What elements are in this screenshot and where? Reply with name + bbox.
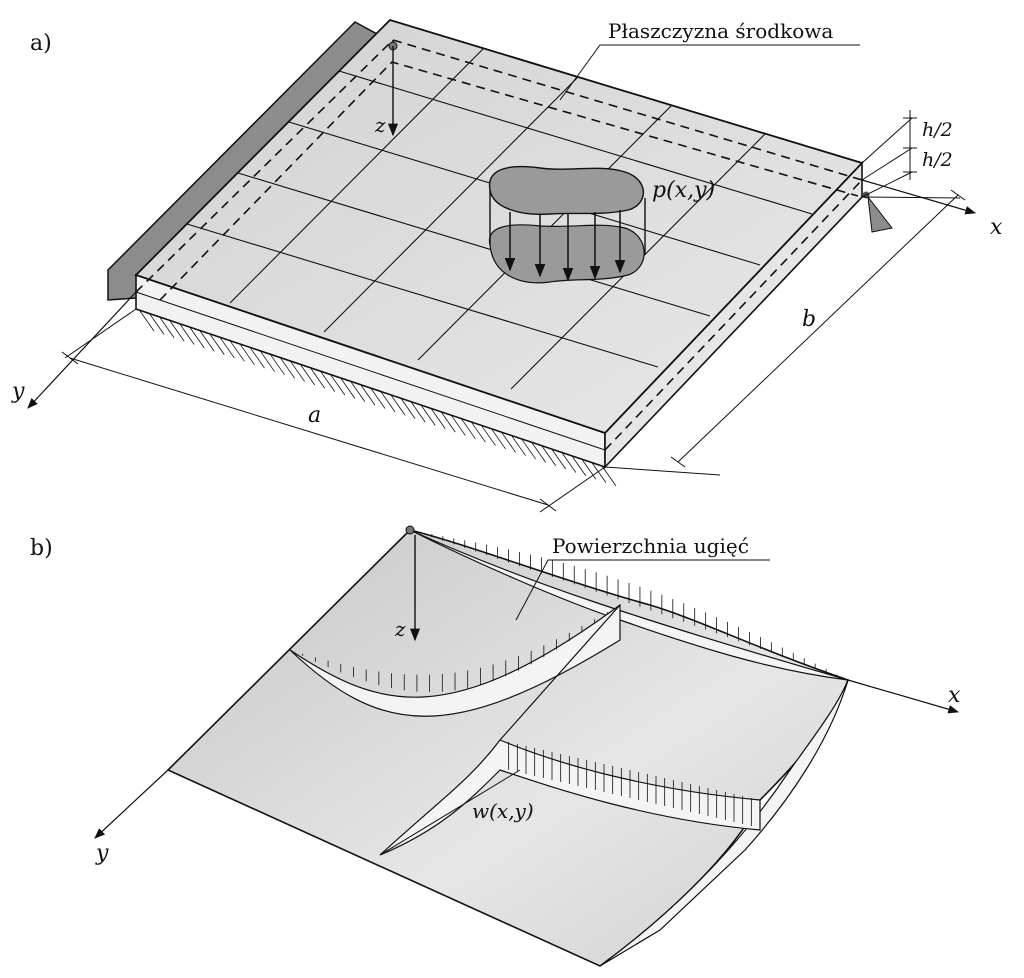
- load-footprint: [488, 224, 645, 284]
- dim-a-label: a: [308, 403, 321, 428]
- origin-point-b: [405, 525, 415, 535]
- part-a-label: a): [30, 31, 52, 56]
- z-axis-label-b: z: [394, 617, 406, 641]
- x-axis-label: x: [990, 215, 1003, 240]
- dimension-a: [61, 308, 606, 513]
- dimension-b: [604, 189, 966, 476]
- x-axis-arrow: [861, 179, 977, 215]
- load-patch: [488, 165, 646, 284]
- deflection-label: w(x,y): [472, 799, 534, 823]
- part-a: a): [11, 18, 1003, 513]
- y-axis-label: y: [11, 379, 25, 404]
- edge-section-right: [599, 679, 849, 967]
- bottom-support-hatching: [139, 310, 617, 487]
- plate-top-face: [134, 18, 864, 435]
- midplane-label: Płaszczyzna środkowa: [608, 19, 833, 43]
- h-half-bottom-label: h/2: [922, 149, 953, 171]
- part-b-label: b): [30, 536, 53, 561]
- surface-leader: [515, 559, 770, 621]
- z-axis-label: z: [374, 113, 386, 137]
- load-label: p(x,y): [652, 178, 715, 203]
- dim-b-label: b: [802, 307, 816, 332]
- edge-section-x: [409, 529, 849, 681]
- section-x-mid: [379, 739, 761, 856]
- surface-label: Powierzchnia ugięć: [552, 534, 749, 558]
- x-axis-arrow-b: [847, 679, 960, 714]
- y-axis-arrow: [27, 291, 137, 409]
- y-axis-arrow-b: [94, 769, 169, 839]
- h-half-top-label: h/2: [922, 119, 953, 141]
- section-hatching: [302, 532, 838, 826]
- part-b: b) z x y Powierzchnia ugięć w(x,y): [30, 525, 961, 967]
- load-top: [488, 165, 644, 215]
- section-y-mid: [289, 603, 621, 717]
- thickness-dimension: [861, 110, 917, 198]
- midplane-leader: [559, 44, 860, 101]
- front-midline: [135, 291, 606, 451]
- y-axis-label-b: y: [95, 841, 109, 866]
- x-axis-label-b: x: [948, 683, 961, 708]
